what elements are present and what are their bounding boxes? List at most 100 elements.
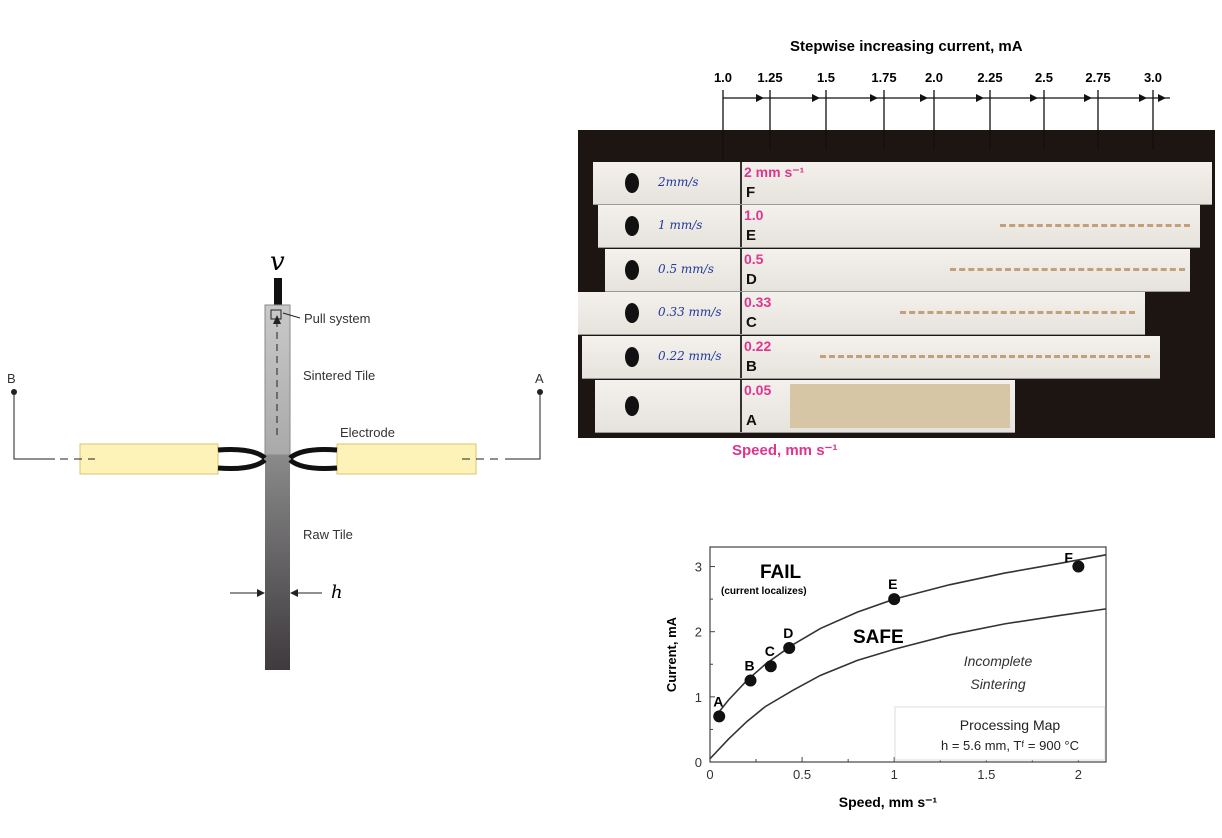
strip-speed-label: 0.5 bbox=[744, 251, 764, 267]
sinter-trace bbox=[900, 311, 1135, 314]
strip-speed-label: 0.22 bbox=[744, 338, 772, 354]
data-point-label: F bbox=[1064, 550, 1073, 566]
x-tick-label: 2 bbox=[1075, 767, 1082, 782]
strip-label: E bbox=[746, 227, 757, 244]
tile-hole bbox=[625, 173, 639, 193]
y-tick-label: 0 bbox=[695, 755, 702, 770]
fail-region-sublabel: (current localizes) bbox=[721, 586, 807, 597]
y-tick-label: 2 bbox=[695, 625, 702, 640]
thickness-label: h bbox=[331, 582, 343, 603]
terminal-a-label: A bbox=[535, 371, 544, 386]
arrow-right-icon bbox=[257, 589, 265, 597]
wire-a bbox=[505, 393, 541, 460]
electrode-left bbox=[79, 443, 219, 475]
pull-rod bbox=[274, 278, 282, 306]
strip-label: C bbox=[746, 314, 757, 331]
arrow-right-icon bbox=[812, 94, 820, 102]
x-tick-label: 1 bbox=[891, 767, 898, 782]
raw-tile bbox=[265, 455, 290, 670]
electrode-right bbox=[336, 443, 477, 475]
strip-speed-label: 0.33 bbox=[744, 294, 772, 310]
y-tick-label: 1 bbox=[695, 690, 702, 705]
safe-region-label: SAFE bbox=[853, 627, 904, 648]
sinter-trace bbox=[950, 268, 1185, 271]
arrow-right-icon bbox=[1158, 94, 1166, 102]
handwritten-note: 0.22 mm/s bbox=[658, 349, 722, 363]
data-point-label: A bbox=[713, 693, 723, 709]
current-tick-label: 2.25 bbox=[977, 70, 1002, 85]
current-tick-label: 3.0 bbox=[1144, 70, 1162, 85]
velocity-label: v bbox=[270, 247, 285, 277]
data-point-label: D bbox=[783, 625, 793, 641]
pull-leader bbox=[282, 312, 301, 319]
legend-box bbox=[894, 706, 1106, 761]
handwritten-note: 2mm/s bbox=[658, 175, 699, 189]
arrow-right-icon bbox=[976, 94, 984, 102]
current-tick-label: 2.0 bbox=[925, 70, 943, 85]
electrode-left-tip bbox=[217, 447, 267, 471]
arrow-right-icon bbox=[756, 94, 764, 102]
electrode-label: Electrode bbox=[340, 425, 395, 440]
strip-label: F bbox=[746, 184, 756, 201]
data-point-B bbox=[744, 674, 757, 687]
arrow-right-icon bbox=[1084, 94, 1092, 102]
electrode-schematic: v Pull system Sintered Tile Electrode Ra… bbox=[7, 247, 544, 670]
arrow-up-icon bbox=[273, 315, 281, 324]
start-line bbox=[740, 162, 742, 204]
start-line bbox=[740, 292, 742, 334]
terminal-b-label: B bbox=[7, 371, 16, 386]
fail-region-label: FAIL bbox=[760, 562, 802, 583]
strip-speed-label: 0.05 bbox=[744, 382, 772, 398]
incomplete-label: Sintering bbox=[970, 676, 1025, 692]
arrow-right-icon bbox=[870, 94, 878, 102]
data-point-label: B bbox=[745, 658, 755, 674]
arrow-left-icon bbox=[290, 589, 298, 597]
start-line bbox=[740, 380, 742, 432]
wire-b bbox=[13, 393, 55, 460]
lower-boundary-curve bbox=[709, 608, 1107, 760]
y-axis-label: Current, mA bbox=[664, 616, 679, 692]
tile-hole bbox=[625, 396, 639, 416]
current-tick-label: 1.0 bbox=[714, 70, 732, 85]
sinter-trace bbox=[790, 384, 1010, 428]
start-line bbox=[740, 249, 742, 291]
plot-frame bbox=[709, 546, 1107, 763]
current-tick-label: 1.5 bbox=[817, 70, 835, 85]
terminal-a bbox=[537, 389, 543, 395]
x-axis-label: Speed, mm s⁻¹ bbox=[839, 794, 938, 810]
start-line bbox=[740, 205, 742, 247]
photo-title: Stepwise increasing current, mA bbox=[790, 38, 1023, 55]
current-tick-label: 1.25 bbox=[757, 70, 782, 85]
legend-title: Processing Map bbox=[960, 717, 1061, 733]
current-tick-label: 1.75 bbox=[871, 70, 896, 85]
data-point-F bbox=[1072, 560, 1085, 573]
upper-boundary-curve bbox=[714, 554, 1107, 717]
handwritten-note: 0.5 mm/s bbox=[658, 262, 714, 276]
data-point-D bbox=[783, 641, 796, 654]
data-point-label: E bbox=[888, 576, 897, 592]
data-point-label: C bbox=[765, 643, 775, 659]
speed-axis-label: Speed, mm s⁻¹ bbox=[732, 442, 838, 459]
y-tick-label: 3 bbox=[695, 560, 702, 575]
strip-label: A bbox=[746, 412, 757, 429]
strip-speed-label: 1.0 bbox=[744, 207, 764, 223]
arrow-right-icon bbox=[1030, 94, 1038, 102]
sinter-trace bbox=[1000, 224, 1190, 227]
strip-label: B bbox=[746, 358, 757, 375]
data-point-C bbox=[764, 660, 777, 673]
tile-hole bbox=[625, 347, 639, 367]
data-point-A bbox=[713, 710, 726, 723]
sinter-trace bbox=[820, 355, 1150, 358]
data-point-E bbox=[888, 593, 901, 606]
current-tick-label: 2.5 bbox=[1035, 70, 1053, 85]
sintered-tile-label: Sintered Tile bbox=[303, 368, 375, 383]
incomplete-label: Incomplete bbox=[964, 653, 1033, 669]
